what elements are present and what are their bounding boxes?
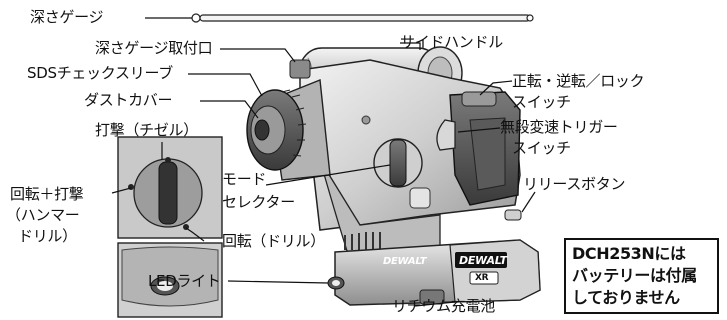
label-rotation-drill: 回転（ドリル） — [222, 232, 325, 250]
label-mode-selector-1: モード — [222, 170, 267, 188]
label-rotation-impact-2: （ハンマー — [6, 206, 80, 224]
label-variable-trigger-1: 無段変速トリガー — [500, 118, 618, 136]
label-led-light: LEDライト — [148, 272, 221, 290]
label-sds-sleeve: SDSチェックスリーブ — [27, 64, 173, 82]
notice-line-3: しておりません — [572, 288, 680, 307]
label-fwd-rev-lock-2: スイッチ — [512, 93, 571, 111]
label-rotation-impact-1: 回転＋打撃 — [10, 185, 84, 203]
tool-logo: DEWALT — [383, 256, 427, 267]
label-impact-chisel: 打撃（チゼル） — [95, 121, 198, 139]
inset-selector-detail — [117, 136, 223, 239]
label-mode-selector-2: セレクター — [222, 193, 295, 211]
depth-gauge-rod — [191, 13, 534, 23]
battery-badge: XR — [475, 273, 489, 283]
label-battery: リチウム充電池 — [392, 297, 495, 315]
notice-line-2: バッテリーは付属 — [572, 266, 697, 285]
label-variable-trigger-2: スイッチ — [512, 139, 571, 157]
inset-led-detail — [117, 242, 223, 318]
label-fwd-rev-lock-1: 正転・逆転／ロック — [512, 72, 645, 90]
notice-box: DCH253Nには バッテリーは付属 しておりません — [564, 238, 719, 314]
label-depth-gauge-mount: 深さゲージ取付口 — [95, 39, 213, 57]
label-release-button: リリースボタン — [523, 175, 626, 193]
notice-line-1: DCH253Nには — [572, 244, 686, 263]
drill-body-shape — [299, 59, 522, 261]
label-rotation-impact-3: ドリル） — [18, 227, 77, 245]
battery-logo: DEWALT — [459, 254, 507, 267]
leader-lines — [111, 17, 536, 307]
label-dust-cover: ダストカバー — [84, 91, 173, 109]
battery-pack-shape — [327, 239, 541, 306]
label-depth-gauge: 深さゲージ — [30, 8, 104, 26]
sds-chuck-shape — [246, 59, 331, 181]
label-side-handle: サイドハンドル — [400, 33, 503, 51]
